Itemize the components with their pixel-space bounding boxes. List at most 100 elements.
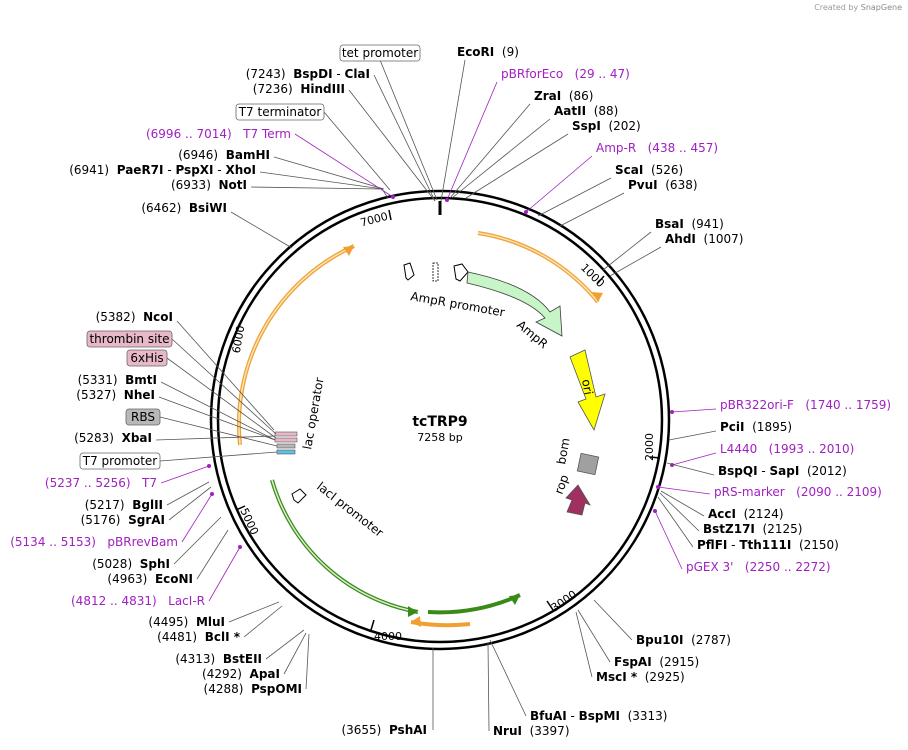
site-label-bspqi-part: (2012) — [799, 464, 847, 478]
plasmid-name: tcTRP9 — [412, 414, 467, 430]
site-label-mlui-part: (4495) — [148, 615, 196, 629]
site-label-hindiii-part: HindIII — [300, 82, 345, 96]
site-label-t7term-primer-part: (6996 .. 7014) T7 Term — [146, 127, 291, 141]
site-label-pbrrevbam: (5134 .. 5153) pBRrevBam — [10, 535, 178, 549]
site-label-bsiwi-part: BsiWI — [189, 201, 227, 215]
site-label-ahdi: AhdI (1007) — [665, 232, 743, 246]
site-label-xbai-part: (5283) — [74, 431, 122, 445]
lac-operator-small — [432, 262, 439, 282]
leader-acci — [660, 490, 705, 517]
site-label-pflfi-part: - — [727, 538, 739, 552]
site-label-paer7i-part: PaeR7I — [117, 163, 164, 177]
site-label-bspdi-part: ClaI — [345, 67, 370, 81]
site-label-pvui-part: PvuI — [628, 178, 658, 192]
site-label-pbrforeco: pBRforEco (29 .. 47) — [501, 67, 630, 81]
feature-label-t7-terminator: T7 terminator — [238, 105, 322, 119]
leader-nrui — [487, 642, 490, 732]
site-label-bsteii-part: (4313) — [175, 652, 223, 666]
feature-label-t7-promoter: T7 promoter — [82, 454, 158, 468]
site-label-bpu10i-part: Bpu10I — [636, 633, 683, 647]
site-labels: EcoRI (9)pBRforEco (29 .. 47)ZraI (86)Aa… — [10, 45, 891, 738]
site-label-bpu10i-part: (2787) — [683, 633, 731, 647]
site-label-pgex3: pGEX 3' (2250 .. 2272) — [686, 560, 831, 574]
site-label-noti-part: NotI — [219, 178, 248, 192]
lac-operator-feature — [274, 431, 298, 437]
site-label-bglii-part: (5217) — [85, 498, 133, 512]
site-label-bspqi-part: SapI — [770, 464, 800, 478]
site-label-zrai: ZraI (86) — [534, 89, 593, 103]
leader-prs-marker — [657, 486, 711, 495]
tick-label-4000: 4000 — [374, 630, 402, 643]
feature-box-t7-terminator — [235, 103, 325, 121]
leader-lines — [155, 59, 717, 732]
primer-site-lacir — [238, 545, 242, 549]
site-label-nhei: (5327) NheI — [76, 388, 155, 402]
leader-paer7i — [259, 171, 384, 190]
site-label-ampr-primer: Amp-R (438 .. 457) — [596, 141, 718, 155]
label-ori: ori — [579, 378, 595, 396]
site-label-l4440: L4440 (1993 .. 2010) — [720, 442, 854, 456]
primer-site-t7term-primer — [391, 195, 395, 199]
site-label-bstz17i-part: (2125) — [755, 522, 803, 536]
site-label-pbrrevbam-part: (5134 .. 5153) pBRrevBam — [10, 535, 178, 549]
leader-6xhis — [166, 357, 277, 439]
site-label-bsteii-part: BstEII — [223, 652, 262, 666]
site-label-nhei-part: NheI — [124, 388, 155, 402]
rop-arrow — [565, 484, 591, 516]
site-label-prs-marker-part: pRS-marker (2090 .. 2109) — [714, 485, 882, 499]
site-label-pcii: PciI (1895) — [720, 420, 792, 434]
leader-bsteii — [265, 629, 305, 660]
site-label-lacir: (4812 .. 4831) LacI-R — [71, 594, 205, 608]
site-label-hindiii-part: (7236) — [253, 82, 301, 96]
site-label-bglii: (5217) BglII — [85, 498, 163, 512]
site-label-nhei-part: (5327) — [76, 388, 124, 402]
site-label-msci: MscI * (2925) — [596, 670, 685, 684]
leader-lacir — [208, 546, 241, 602]
snapgene-watermark: Created by SnapGene — [814, 3, 902, 12]
leader-t7term-primer — [294, 133, 394, 198]
site-label-paer7i-part: XhoI — [225, 163, 256, 177]
site-label-sphi-part: SphI — [140, 557, 170, 571]
site-label-nrui: NruI (3397) — [493, 724, 570, 738]
site-label-bsteii: (4313) BstEII — [175, 652, 262, 666]
primer-site-ampr-primer — [524, 210, 528, 214]
leader-ahdi — [609, 246, 662, 277]
primer-site-pbrrevbam — [210, 492, 214, 496]
feature-box-t7-promoter — [79, 452, 161, 470]
site-label-aatii-part: AatII — [554, 104, 586, 118]
laci-arc-bottom — [427, 593, 521, 615]
ori-arrow — [569, 349, 606, 432]
leader-rbs — [159, 416, 278, 447]
site-label-scai-part: ScaI — [615, 163, 643, 177]
site-label-bglii-part: BglII — [132, 498, 163, 512]
site-label-bspdi-part: - — [333, 67, 345, 81]
leader-bspqi — [666, 462, 715, 476]
feature-box-thrombin-site — [86, 330, 173, 348]
site-label-apai: (4292) ApaI — [202, 667, 280, 681]
leader-apai — [283, 632, 307, 675]
leader-bglii — [166, 481, 210, 506]
site-label-noti: (6933) NotI — [171, 178, 247, 192]
leader-pspomi — [305, 633, 310, 690]
tick-label-2000: 2000 — [643, 433, 656, 461]
leader-bpu10i — [593, 599, 633, 641]
site-label-ahdi-part: (1007) — [696, 232, 744, 246]
tick-1000 — [596, 275, 605, 285]
site-label-bamhi: (6946) BamHI — [178, 148, 270, 162]
site-label-bfuai-part: BfuAI — [530, 709, 567, 723]
ampr-arrow — [466, 271, 563, 337]
site-label-pflfi-part: PflFI — [697, 538, 727, 552]
site-label-pspomi-part: (4288) — [204, 682, 252, 696]
site-label-bfuai-part: (3313) — [620, 709, 668, 723]
site-label-aatii-part: (88) — [586, 104, 618, 118]
site-label-bsiwi: (6462) BsiWI — [141, 201, 227, 215]
backbone-inner-ring — [216, 196, 664, 644]
site-label-xbai-part: XbaI — [122, 431, 152, 445]
site-label-bstz17i: BstZ17I (2125) — [703, 522, 802, 536]
site-label-bspdi-part: BspDI — [293, 67, 332, 81]
tick-5000 — [235, 505, 246, 511]
tick-7000 — [388, 209, 392, 221]
leader-scai — [537, 177, 612, 217]
leader-nhei — [158, 396, 276, 441]
